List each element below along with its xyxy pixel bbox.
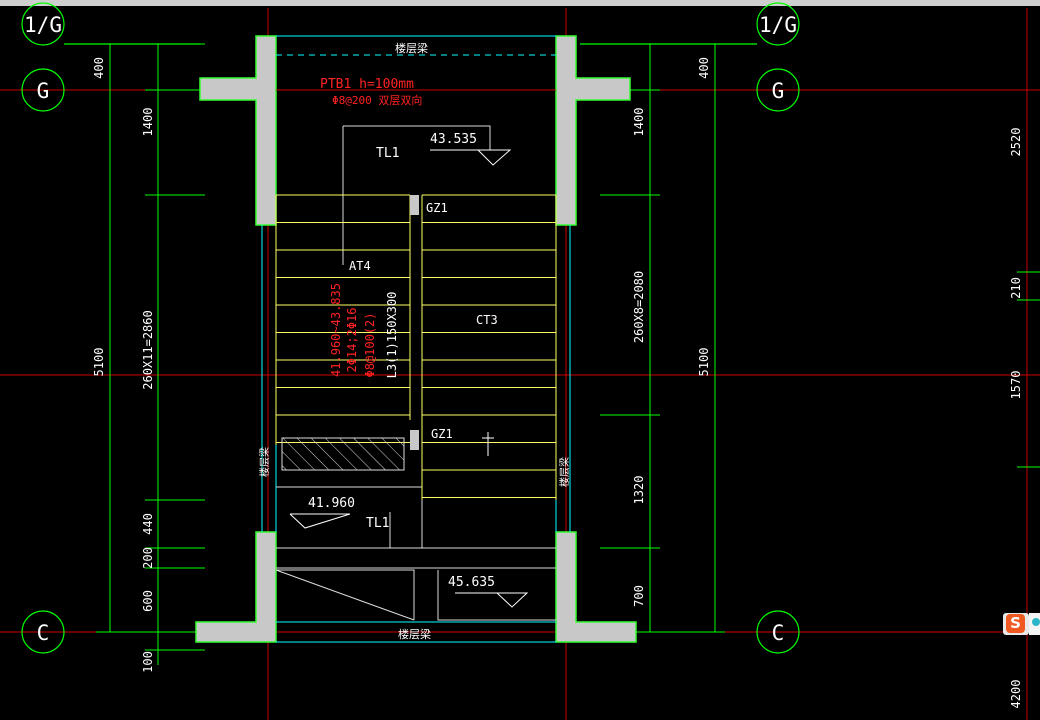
beam-note-3: Φ8@100(2) (363, 312, 377, 377)
axis-label-c-left: C (37, 621, 50, 645)
elevation-top-label: 43.535 (430, 132, 477, 147)
gz1-top-label: GZ1 (426, 201, 448, 215)
gz1-column-bottom (410, 430, 419, 450)
dim-left-200: 200 (141, 547, 155, 569)
landing-lines (275, 89, 556, 621)
elevation-markers (289, 149, 529, 608)
floor-beam-right-label: 楼层梁 (558, 457, 571, 487)
axis-lines (0, 8, 1040, 720)
dim-right-1400: 1400 (632, 108, 646, 137)
stair-room-outline (261, 35, 571, 643)
dim-left-100: 100 (141, 651, 155, 673)
elevation-bottom-label: 45.635 (448, 575, 495, 590)
dim-far-right-210: 210 (1009, 277, 1023, 299)
ime-tail-icon (1029, 613, 1040, 635)
floor-beam-bottom-label: 楼层梁 (398, 627, 431, 641)
stair-flight-edges (275, 195, 557, 500)
ptb-rebar-label: Φ8@200 双层双向 (332, 93, 422, 107)
sogou-ime-icon[interactable]: S (1003, 613, 1029, 635)
at4-label: AT4 (349, 259, 371, 273)
tl1-bottom-label: TL1 (366, 516, 389, 531)
ct3-label: CT3 (476, 313, 498, 327)
beam-note-2: 2Φ14;2Φ16 (345, 307, 359, 372)
dim-right-steps: 260X8=2080 (632, 271, 646, 343)
dim-left-440: 440 (141, 513, 155, 535)
dim-far-right-4200: 4200 (1009, 680, 1023, 709)
axis-label-1g-right: 1/G (759, 13, 797, 37)
hatched-landing (281, 437, 405, 471)
dim-far-right-2520: 2520 (1009, 128, 1023, 157)
dimension-lines-left (96, 43, 205, 665)
floor-beam-left-label: 楼层梁 (258, 447, 271, 477)
dim-right-1320: 1320 (632, 476, 646, 505)
beam-note-1: 41.960~43.835 (329, 283, 343, 377)
dim-left-600: 600 (141, 590, 155, 612)
dim-right-700: 700 (632, 585, 646, 607)
walls (195, 35, 637, 643)
axis-label-1g-left: 1/G (24, 13, 62, 37)
gz1-column-top (410, 195, 419, 215)
sogou-s-icon: S (1006, 614, 1025, 633)
tl1-top-label: TL1 (376, 146, 399, 161)
elevation-mid-label: 41.960 (308, 496, 355, 511)
stair-treads-right (422, 194, 556, 498)
dim-right-400: 400 (697, 57, 711, 79)
stair-treads-left (276, 194, 410, 443)
beam-note-4: L3(1)150X300 (385, 292, 399, 379)
break-marks (482, 432, 494, 456)
ptb-slab-label: PTB1 h=100mm (320, 77, 414, 92)
dim-far-right-1570: 1570 (1009, 371, 1023, 400)
dim-left-400: 400 (92, 57, 106, 79)
axis-label-g-left: G (37, 79, 50, 103)
dim-left-steps: 260X11=2860 (141, 310, 155, 389)
axis-label-c-right: C (772, 621, 785, 645)
dim-left-1400: 1400 (141, 108, 155, 137)
gz1-bottom-label: GZ1 (431, 427, 453, 441)
window-top-strip (0, 0, 1040, 6)
dim-right-total: 5100 (697, 348, 711, 377)
dim-left-total: 5100 (92, 348, 106, 377)
axis-label-g-right: G (772, 79, 785, 103)
floor-beam-top-label: 楼层梁 (395, 41, 428, 55)
dimension-lines-right (590, 43, 1040, 633)
